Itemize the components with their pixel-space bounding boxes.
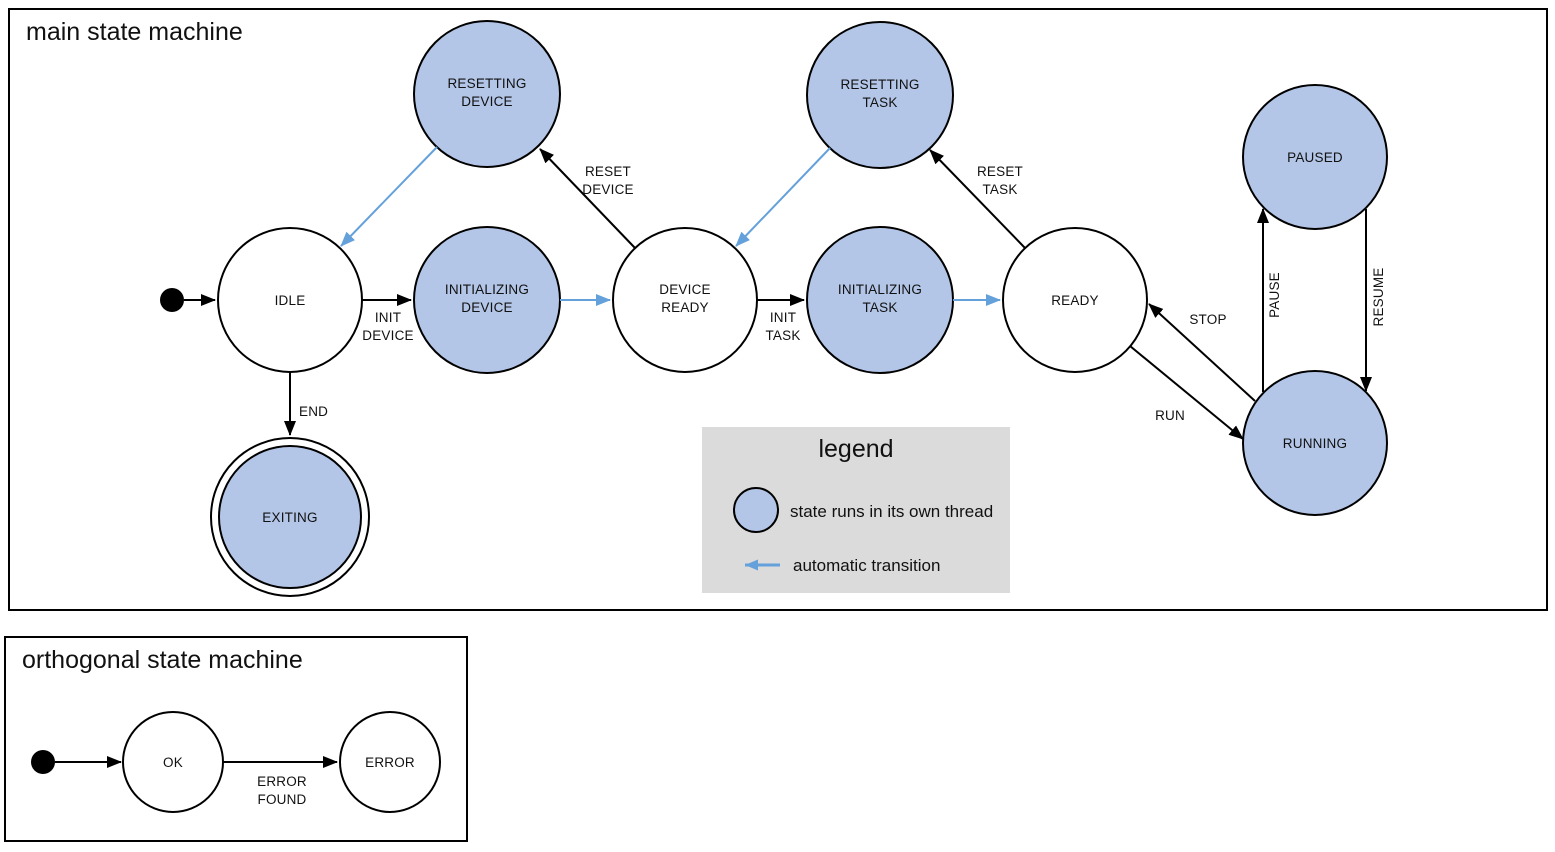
state-error-circle — [339, 711, 441, 813]
transition-idle-to-exiting-label: END — [299, 404, 328, 419]
legend-item-threaded-label: state runs in its own thread — [790, 502, 994, 521]
state-exiting-circle — [218, 445, 362, 589]
transition-device-ready-to-resetting-device — [539, 148, 636, 249]
initial-state-dot — [31, 750, 55, 774]
state-ready: READY — [1002, 227, 1148, 373]
orthogonal-state-machine-title: orthogonal state machine — [22, 646, 303, 674]
state-paused: PAUSED — [1242, 84, 1388, 230]
state-exiting: EXITING — [210, 437, 370, 597]
legend-item-auto-transition-label: automatic transition — [793, 556, 941, 575]
transition-running-to-ready-stop — [1148, 303, 1256, 402]
state-error-label: ERROR — [365, 755, 415, 770]
state-resetting-task-circle — [806, 21, 954, 169]
legend-title: legend — [818, 435, 894, 463]
transition-resetting-task-to-device-ready — [735, 147, 831, 247]
state-exiting-label: EXITING — [262, 510, 317, 525]
transition-running-to-ready-stop-label: STOP — [1189, 312, 1226, 327]
state-resetting-device-circle — [413, 20, 561, 168]
state-idle-label: IDLE — [275, 293, 306, 308]
state-ok-label: OK — [163, 755, 183, 770]
main-state-machine-box: main state machine — [8, 8, 1548, 611]
state-error: ERROR — [339, 711, 441, 813]
transition-running-to-paused-pause-label: PAUSE — [1267, 272, 1282, 318]
threaded-state-circle-icon — [733, 487, 779, 533]
transition-ready-to-resetting-task — [929, 149, 1026, 249]
state-idle: IDLE — [217, 227, 363, 373]
state-ready-label: READY — [1051, 293, 1099, 308]
transition-resetting-device-to-idle — [340, 146, 438, 247]
state-paused-circle — [1242, 84, 1388, 230]
state-paused-label: PAUSED — [1287, 150, 1343, 165]
transition-ready-to-running-run-label: RUN — [1155, 408, 1185, 423]
state-running-circle — [1242, 370, 1388, 516]
state-running-label: RUNNING — [1283, 436, 1347, 451]
state-ready-circle — [1002, 227, 1148, 373]
state-ok: OK — [122, 711, 224, 813]
legend: legend state runs in its own thread auto… — [702, 427, 1010, 593]
automatic-transition-arrow-icon — [731, 557, 781, 573]
transition-paused-to-running-resume-label: RESUME — [1371, 268, 1386, 327]
transition-ready-to-running-run — [1129, 345, 1244, 440]
main-state-machine-title: main state machine — [26, 18, 243, 46]
initial-state-dot — [160, 288, 184, 312]
state-running: RUNNING — [1242, 370, 1388, 516]
orthogonal-state-machine-box: orthogonal state machine — [4, 636, 468, 842]
